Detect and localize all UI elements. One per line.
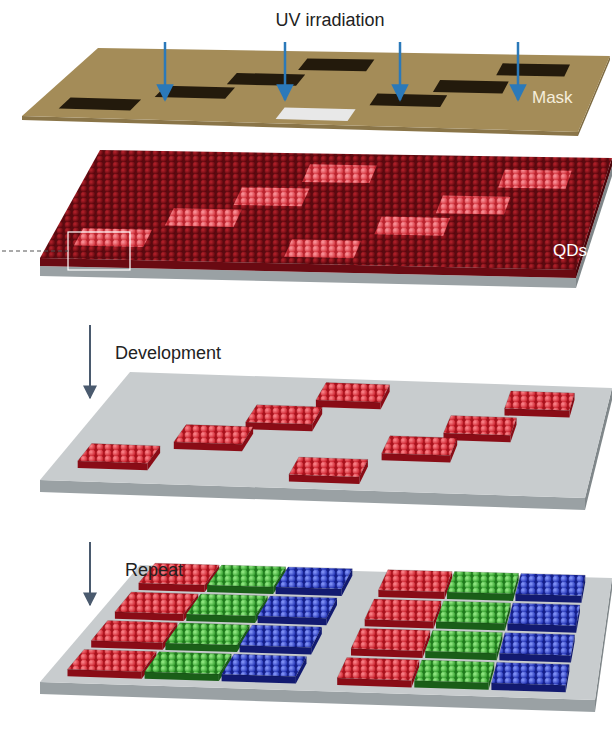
qd-pixel-top (91, 621, 177, 643)
mask-opening (155, 86, 235, 99)
qd-layer-top (40, 150, 612, 270)
qd-pixel-top (258, 596, 337, 618)
zoom-box (68, 232, 130, 270)
qd-pixel-top (365, 599, 441, 621)
mask-opening (433, 80, 509, 93)
qd-pixel-top (499, 633, 574, 656)
rgb-pattern (40, 563, 612, 712)
qd-pixel-top (351, 628, 430, 651)
red-qd-pixel-top (289, 457, 368, 477)
process-label: UV irradiation (275, 10, 384, 31)
qd-pixel-top (447, 572, 519, 594)
exposed-region (234, 187, 310, 206)
exposed-region (74, 228, 152, 247)
qd-pixel-top (68, 649, 157, 671)
red-qd-pixel-top (246, 405, 323, 425)
red-qd-pixel-top (174, 425, 253, 445)
layer-label: QDs (553, 241, 587, 261)
step-label: Repeat (125, 560, 183, 581)
uv-arrows (165, 42, 518, 100)
uv-arrow (399, 42, 402, 100)
substrate-top (40, 372, 612, 498)
uv-arrow (284, 42, 287, 100)
qd-pixel-top (115, 592, 198, 614)
mask-opening (276, 107, 356, 121)
qd-pixel-top (414, 660, 494, 683)
qd-pixel-top (515, 573, 585, 595)
mask-opening (59, 98, 141, 111)
qd-pixel-top (491, 662, 569, 685)
qd-pixel-top (145, 652, 232, 674)
developed-pattern (40, 372, 612, 510)
qd-pixel-top (207, 565, 286, 587)
red-qd-pixel-top (382, 436, 458, 456)
qd-pixel-top (240, 625, 322, 647)
mask-plate-top (22, 48, 610, 132)
qd-pixel-top (186, 594, 267, 616)
qd-pixel-top (436, 601, 511, 624)
mask-opening (227, 73, 305, 86)
exposed-region (374, 217, 450, 236)
photomask (22, 48, 610, 136)
exposed-region (436, 196, 511, 215)
exposed-region (498, 170, 571, 189)
substrate-top (40, 565, 612, 700)
red-qd-pixel-top (444, 416, 517, 436)
qd-pixel-top (165, 623, 249, 645)
qd-pixel-top (378, 570, 452, 592)
guide-line (2, 251, 68, 252)
mask-opening (298, 59, 374, 72)
red-qd-pixel-top (505, 391, 575, 411)
exposed-region (165, 208, 242, 227)
mask-opening (370, 94, 448, 107)
red-qd-pixel-top (78, 444, 160, 464)
mask-opening (496, 63, 570, 76)
exposed-region (284, 239, 361, 258)
uv-arrow (517, 42, 520, 100)
qd-pixel-top (425, 631, 502, 654)
qd-pixel-top (276, 567, 353, 589)
red-qd-pixel-top (316, 383, 390, 403)
step-label: Development (115, 343, 221, 364)
qd-film (40, 150, 612, 288)
qd-pixel-top (337, 658, 419, 681)
qd-pixel-top (507, 603, 580, 626)
qd-pixel-top (222, 654, 307, 677)
step-arrow (89, 325, 91, 398)
step-arrow (89, 542, 91, 605)
layer-label: Mask (532, 88, 573, 108)
uv-arrow (164, 42, 167, 100)
exposed-region (302, 164, 377, 183)
